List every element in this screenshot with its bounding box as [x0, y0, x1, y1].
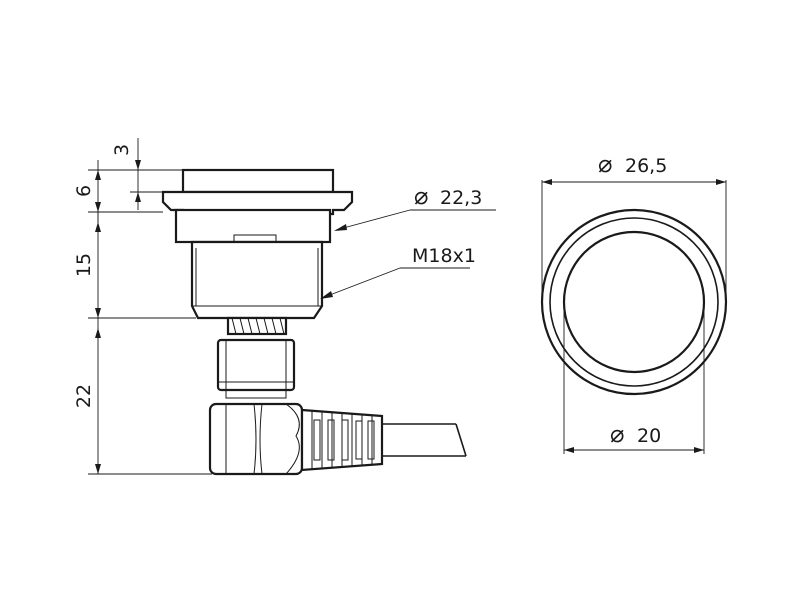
- threaded-body: [190, 240, 324, 320]
- dia-26-5-value: 26,5: [625, 155, 667, 177]
- dim-label-6: 6: [73, 185, 95, 197]
- cable: [382, 423, 467, 457]
- dia-22-3-value: 22,3: [440, 187, 482, 209]
- thread-label: M18x1: [412, 245, 476, 267]
- diameter-symbol: ⌀: [414, 182, 428, 210]
- leader-dia-22-3: [335, 209, 411, 231]
- diameter-symbol: ⌀: [610, 420, 624, 448]
- connector-thread: [226, 316, 288, 336]
- side-view: [161, 168, 467, 476]
- leaders: [320, 209, 496, 299]
- dim-label-15: 15: [73, 253, 95, 277]
- connector-nut: [216, 338, 296, 399]
- button-face: [562, 230, 706, 374]
- label-dia-22-3: ⌀ 22,3: [414, 182, 482, 210]
- button-cap: [181, 168, 335, 194]
- diameter-symbol: ⌀: [598, 150, 612, 178]
- dim-label-22: 22: [73, 384, 95, 408]
- front-view: [540, 208, 728, 396]
- dim-label-3: 3: [111, 144, 133, 156]
- collar: [161, 190, 354, 216]
- leader-thread: [321, 267, 401, 299]
- label-dia-20: ⌀ 20: [610, 420, 661, 448]
- label-dia-26-5: ⌀ 26,5: [598, 150, 667, 178]
- strain-relief: [300, 408, 384, 472]
- vertical-dimensions: [88, 138, 212, 475]
- upper-body: [174, 208, 332, 244]
- angled-connector-housing: [208, 402, 304, 476]
- ring-inner-edge: [549, 217, 719, 387]
- dia-20-value: 20: [637, 425, 661, 447]
- front-dimensions: [541, 179, 727, 454]
